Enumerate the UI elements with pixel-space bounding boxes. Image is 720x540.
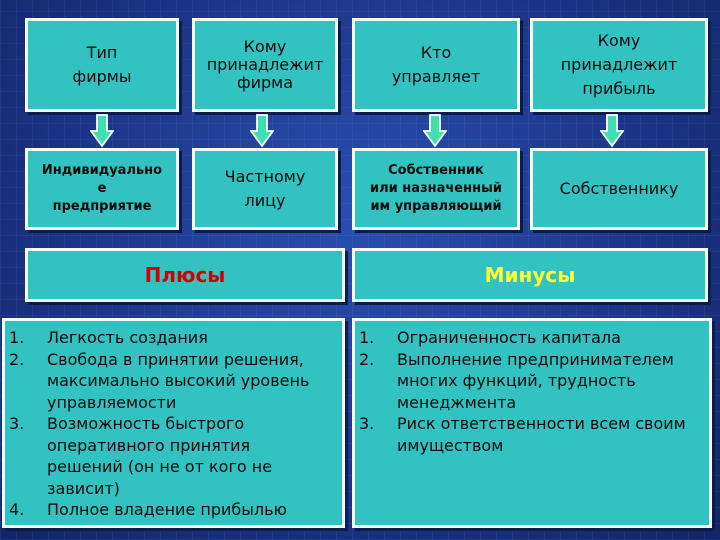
question-text: принадлежит [560, 55, 678, 74]
pros-list-box: 1. Легкость создания 2. Свобода в принят… [2, 318, 345, 528]
pros-list: 1. Легкость создания 2. Свобода в принят… [9, 327, 338, 521]
answer-text: Собственнику [559, 179, 679, 198]
list-item-text: зависит) [47, 478, 120, 498]
list-item-text: Легкость создания [47, 328, 208, 347]
list-item-number: 2. [359, 349, 375, 369]
list-item-text: управляемости [47, 392, 177, 412]
list-item-text: многих функций, трудность [397, 371, 636, 390]
cons-list: 1. Ограниченность капитала 2. Выполнение… [359, 327, 705, 456]
down-arrow-icon [250, 114, 274, 148]
cons-header: Минусы [352, 248, 708, 302]
question-text: фирмы [72, 67, 132, 86]
answer-text: Частному [224, 167, 306, 186]
question-box-who-manages: Кто управляет [352, 18, 520, 112]
question-box-profit-owner: Кому принадлежит прибыль [530, 18, 708, 112]
list-item-number: 1. [359, 328, 375, 347]
answer-text: е [97, 181, 107, 196]
list-item-text: Риск ответственности всем своим [397, 414, 686, 433]
list-item: 4. Полное владение прибылью [9, 499, 338, 521]
answer-box-to-owner: Собственнику [530, 148, 708, 230]
answer-text: Собственник [388, 163, 484, 178]
answer-text: лицу [244, 191, 286, 210]
down-arrow-icon [90, 114, 114, 148]
cons-title: Минусы [484, 263, 576, 287]
answer-text: им управляющий [370, 199, 502, 214]
list-item-number: 4. [9, 500, 25, 519]
list-item: 3. Возможность быстрого оперативного при… [9, 413, 338, 499]
question-text: управляет [391, 67, 481, 86]
question-box-firm-owner: Кому принадлежит фирма [192, 18, 338, 112]
question-text: Тип [86, 43, 118, 62]
list-item-text: Выполнение предпринимателем [397, 349, 674, 369]
answer-box-individual-enterprise: Индивидуально е предприятие [25, 148, 179, 230]
answer-box-private-person: Частному лицу [192, 148, 338, 230]
list-item-number: 2. [9, 349, 25, 369]
question-text: фирма [236, 73, 294, 92]
list-item-number: 3. [9, 414, 25, 433]
answer-text: или назначенный [370, 181, 502, 196]
list-item-text: Свобода в принятии решения, [47, 349, 304, 369]
question-text: Кто [420, 43, 452, 62]
question-text: Кому [597, 31, 641, 50]
list-item-text: менеджмента [397, 392, 517, 412]
answer-box-owner-or-manager: Собственник или назначенный им управляющ… [352, 148, 520, 230]
list-item-number: 3. [359, 414, 375, 433]
list-item-text: имуществом [397, 435, 504, 455]
pros-title: Плюсы [144, 263, 226, 287]
list-item-number: 1. [9, 328, 25, 347]
answer-text: предприятие [52, 199, 152, 214]
down-arrow-icon [600, 114, 624, 148]
question-text: прибыль [582, 79, 656, 98]
pros-header: Плюсы [25, 248, 345, 302]
list-item-text: Полное владение прибылью [47, 500, 288, 519]
list-item: 2. Свобода в принятии решения, максималь… [9, 349, 338, 414]
answer-text: Индивидуально [41, 163, 163, 178]
question-text: принадлежит [206, 55, 324, 74]
question-box-firm-type: Тип фирмы [25, 18, 179, 112]
list-item: 1. Легкость создания [9, 327, 338, 349]
list-item-text: оперативного принятия [47, 435, 251, 455]
list-item: 3. Риск ответственности всем своим имуще… [359, 413, 705, 456]
list-item-text: максимально высокий уровень [47, 371, 310, 390]
down-arrow-icon [423, 114, 447, 148]
list-item: 2. Выполнение предпринимателем многих фу… [359, 349, 705, 414]
list-item: 1. Ограниченность капитала [359, 327, 705, 349]
list-item-text: решений (он не от кого не [47, 457, 273, 476]
list-item-text: Ограниченность капитала [397, 328, 621, 347]
cons-list-box: 1. Ограниченность капитала 2. Выполнение… [352, 318, 712, 528]
question-text: Кому [243, 37, 287, 56]
list-item-text: Возможность быстрого [47, 414, 245, 433]
